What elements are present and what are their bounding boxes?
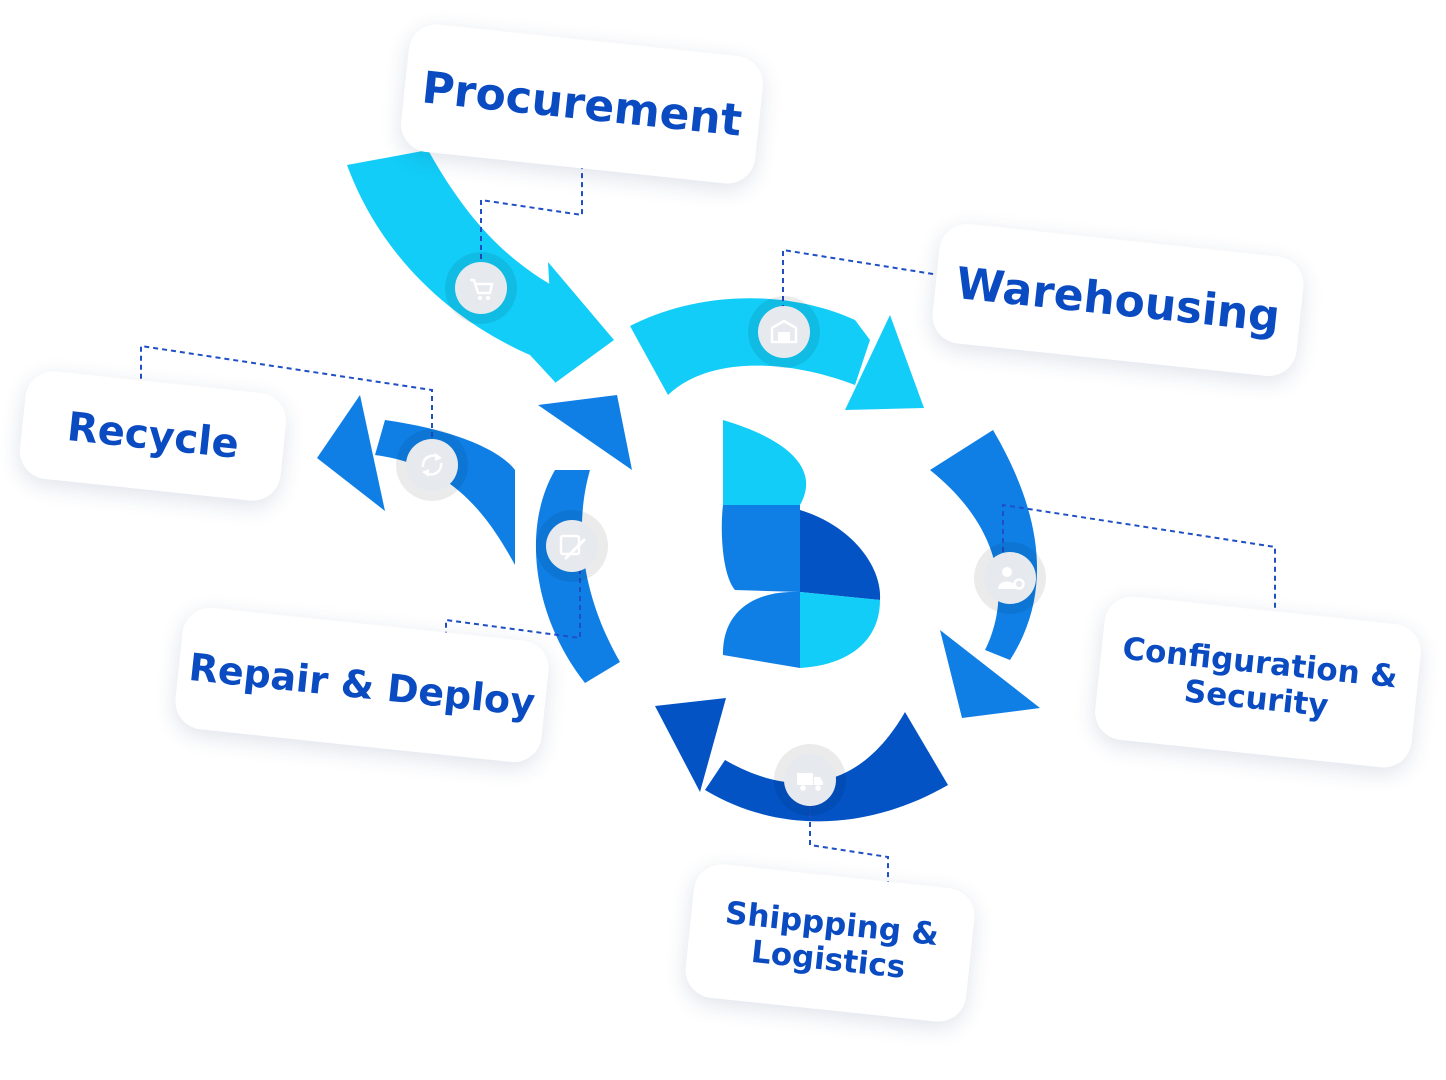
recycle-label: Recycle: [64, 404, 242, 468]
repair-arrow: [535, 395, 632, 683]
repair-icon: [536, 510, 608, 582]
warehousing-arrow: [630, 298, 924, 410]
repair-arrow-head: [538, 395, 632, 470]
user-settings-icon: [974, 542, 1046, 614]
shipping-arrow-body: [705, 712, 948, 822]
warehousing-arrow-head: [845, 315, 924, 410]
warehouse-icon: [748, 296, 820, 368]
warehousing-label: Warehousing: [953, 257, 1283, 343]
recycle-arrow-head: [317, 395, 385, 511]
logo-bottom-right-petal: [800, 592, 880, 668]
cart-icon: [445, 252, 517, 324]
center-logo: [721, 420, 881, 668]
repair-arrow-body: [535, 470, 620, 683]
shipping-arrow: [655, 698, 948, 822]
repair-deploy-label: Repair & Deploy: [186, 644, 538, 726]
truck-icon: [774, 744, 846, 816]
logo-left-petal: [721, 505, 800, 592]
logo-bottom-left-petal: [722, 591, 800, 668]
warehousing-connector-line: [782, 248, 959, 310]
configuration-arrow-head: [940, 630, 1040, 718]
shipping-logistics-label: Shippping & Logistics: [723, 895, 941, 986]
shipping-arrow-head: [655, 698, 726, 792]
logo-right-petal: [800, 510, 881, 600]
configuration-connector-line: [1002, 503, 1276, 630]
procurement-connector-line: [480, 144, 583, 268]
logo-top-petal: [723, 420, 807, 505]
procurement-arrow-head: [548, 262, 614, 383]
warehousing-arrow-body: [630, 298, 870, 395]
recycle-icon: [396, 429, 468, 501]
recycle-connector-line: [140, 344, 433, 455]
configuration-security-label: Configuration & Security: [1120, 631, 1400, 725]
procurement-label: Procurement: [419, 61, 745, 147]
